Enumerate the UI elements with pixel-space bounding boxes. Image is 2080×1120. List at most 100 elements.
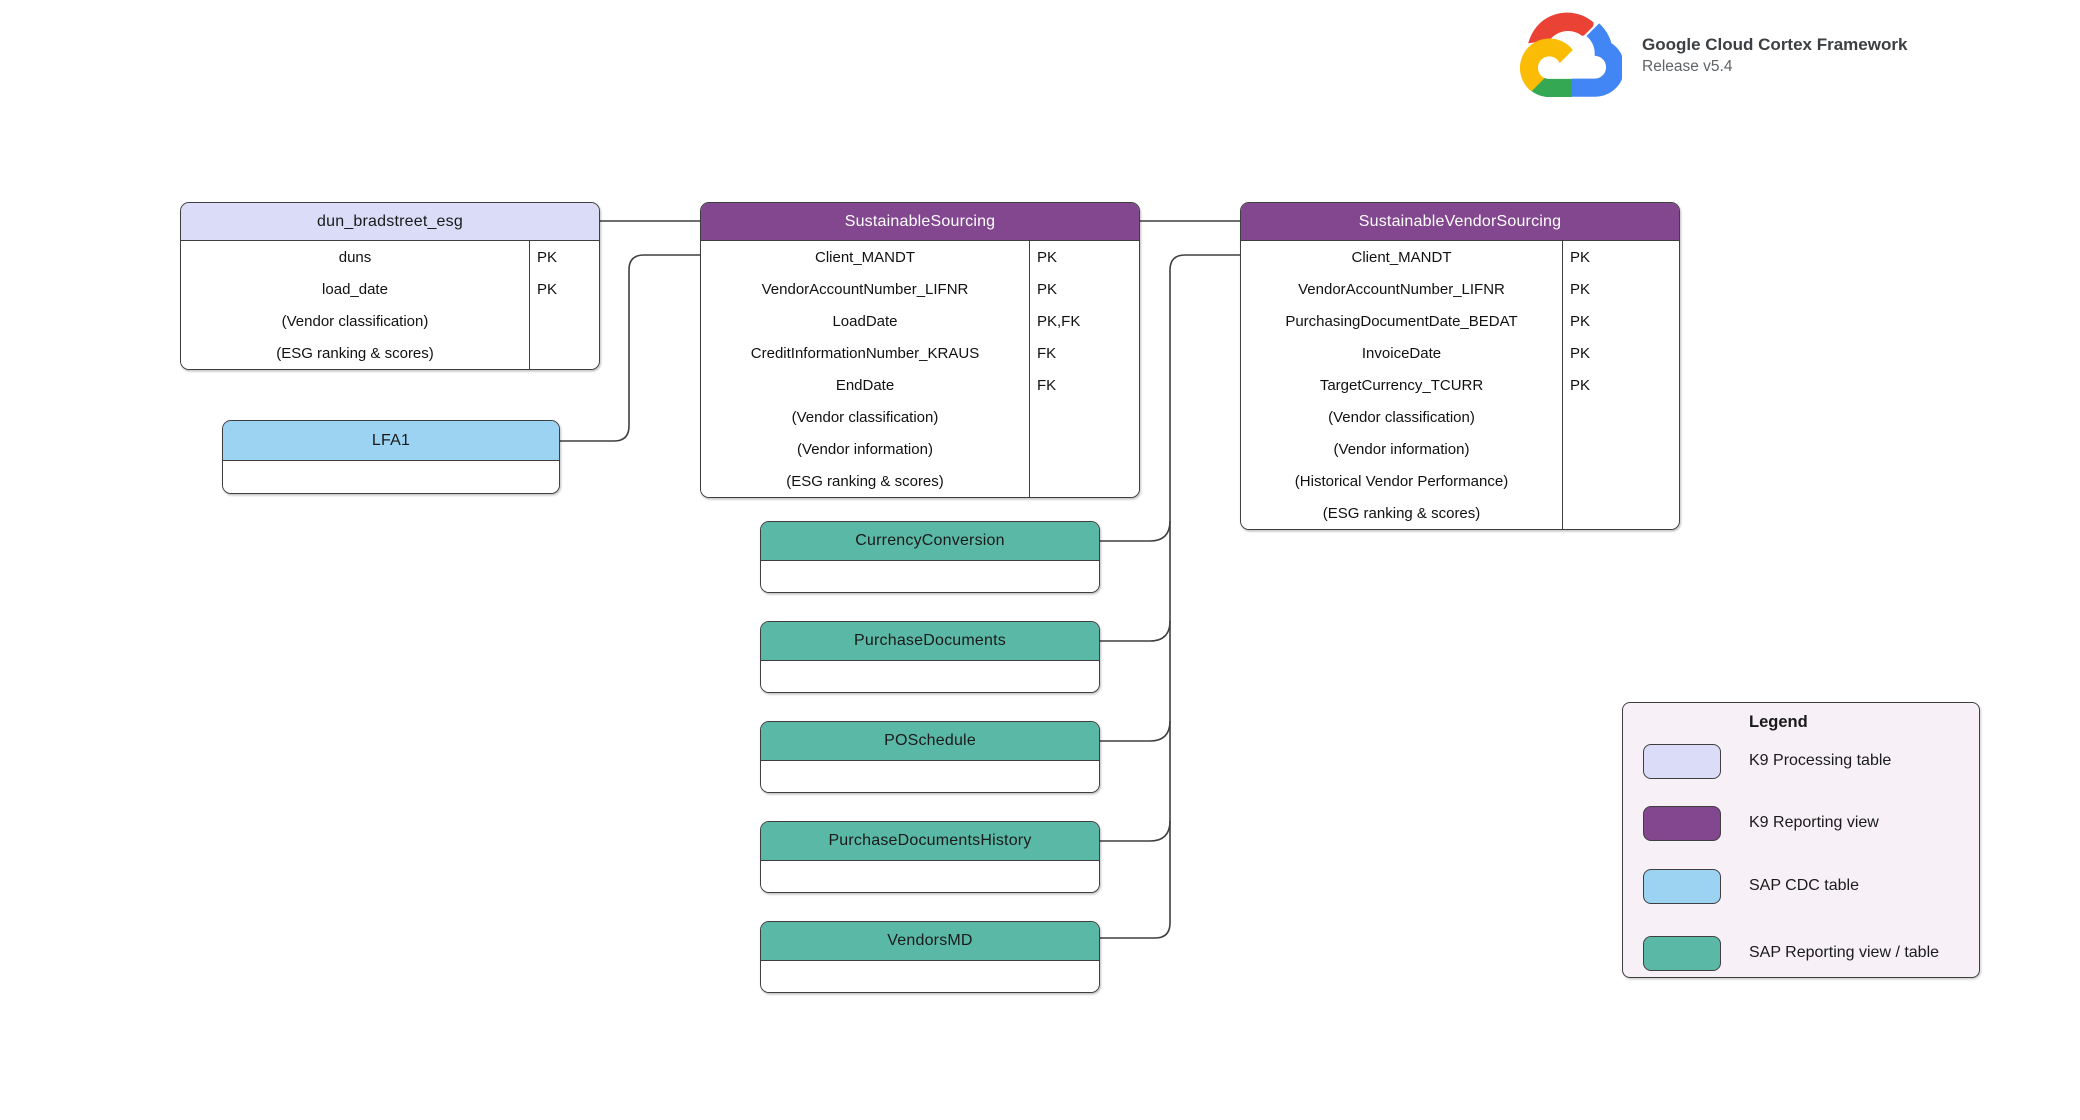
connector-lfa1-to-sustainablesourcing — [560, 254, 700, 442]
table-body — [223, 461, 559, 493]
field-name: CreditInformationNumber_KRAUS — [750, 344, 980, 362]
table-PurchaseDocumentsHistory: PurchaseDocumentsHistory — [760, 821, 1100, 893]
table-row: VendorAccountNumber_LIFNR PK — [701, 273, 1139, 305]
field-name: VendorAccountNumber_LIFNR — [1298, 280, 1505, 298]
table-row: CreditInformationNumber_KRAUS FK — [701, 337, 1139, 369]
table-row: EndDate FK — [701, 369, 1139, 401]
table-title: dun_bradstreet_esg — [181, 203, 599, 241]
field-key: PK — [1029, 273, 1139, 305]
field-key — [1029, 465, 1139, 497]
field-name: LoadDate — [832, 312, 898, 330]
table-body — [761, 761, 1099, 792]
field-name: VendorAccountNumber_LIFNR — [761, 280, 969, 298]
table-empty-row — [761, 861, 1099, 892]
brand-header: Google Cloud Cortex Framework Release v5… — [1518, 12, 1907, 98]
field-key — [1562, 401, 1679, 433]
table-empty-row — [761, 661, 1099, 692]
table-row: Client_MANDT PK — [701, 241, 1139, 273]
legend-item-label: SAP Reporting view / table — [1749, 944, 1940, 961]
table-row: (Vendor information) — [1241, 433, 1679, 465]
field-key: PK — [1562, 241, 1679, 273]
field-key: PK,FK — [1029, 305, 1139, 337]
legend-swatch-k9-reporting — [1643, 805, 1721, 841]
table-row: InvoiceDate PK — [1241, 337, 1679, 369]
field-key — [1562, 465, 1679, 497]
table-VendorsMD: VendorsMD — [760, 921, 1100, 993]
field-name: EndDate — [835, 376, 895, 394]
table-row: duns PK — [181, 241, 599, 273]
legend-item-k9-reporting: K9 Reporting view — [1643, 805, 1879, 841]
table-title: SustainableSourcing — [701, 203, 1139, 241]
table-CurrencyConversion: CurrencyConversion — [760, 521, 1100, 593]
table-PurchaseDocuments: PurchaseDocuments — [760, 621, 1100, 693]
table-POSchedule: POSchedule — [760, 721, 1100, 793]
legend-item-label: SAP CDC table — [1749, 877, 1859, 894]
field-name: (ESG ranking & scores) — [786, 472, 944, 490]
table-row: LoadDate PK,FK — [701, 305, 1139, 337]
field-name: Client_MANDT — [814, 248, 916, 266]
table-row: load_date PK — [181, 273, 599, 305]
field-name: PurchasingDocumentDate_BEDAT — [1285, 312, 1518, 330]
table-empty-row — [761, 961, 1099, 992]
field-name: (ESG ranking & scores) — [1322, 504, 1481, 522]
table-title: VendorsMD — [761, 922, 1099, 961]
connector-purchasedocuments — [1100, 620, 1171, 642]
field-name: (ESG ranking & scores) — [276, 344, 434, 362]
legend-item-label: K9 Processing table — [1749, 752, 1892, 769]
table-row: (ESG ranking & scores) — [701, 465, 1139, 497]
logo-yellow-segment — [1519, 38, 1573, 92]
field-key: PK — [529, 241, 599, 273]
field-key: FK — [1029, 337, 1139, 369]
field-key — [1562, 497, 1679, 529]
legend-item-sap-reporting: SAP Reporting view / table — [1643, 935, 1939, 971]
table-body — [761, 961, 1099, 992]
table-title: SustainableVendorSourcing — [1241, 203, 1679, 241]
field-name: (Vendor information) — [797, 440, 933, 458]
field-name: load_date — [322, 280, 388, 298]
legend-swatch-sap-cdc — [1643, 868, 1721, 904]
google-cloud-logo-icon — [1519, 12, 1622, 98]
legend-swatch-sap-reporting — [1643, 935, 1721, 971]
table-body — [761, 661, 1099, 692]
brand-subtitle: Release v5.4 — [1642, 57, 1733, 75]
field-name: TargetCurrency_TCURR — [1319, 376, 1484, 394]
table-title: CurrencyConversion — [761, 522, 1099, 561]
legend-swatch-k9-processing — [1643, 743, 1721, 779]
connector-poschedule — [1100, 720, 1171, 742]
table-row: (ESG ranking & scores) — [181, 337, 599, 369]
field-key: PK — [1029, 241, 1139, 273]
table-title: PurchaseDocuments — [761, 622, 1099, 661]
field-key — [529, 337, 599, 369]
field-key — [1562, 433, 1679, 465]
field-name: (Vendor information) — [1333, 440, 1470, 458]
table-empty-row — [761, 761, 1099, 792]
table-row: (Historical Vendor Performance) — [1241, 465, 1679, 497]
table-row: (Vendor classification) — [181, 305, 599, 337]
table-row: (Vendor information) — [701, 433, 1139, 465]
field-name: InvoiceDate — [1361, 344, 1442, 362]
field-key: PK — [529, 273, 599, 305]
field-name: (Vendor classification) — [281, 312, 429, 330]
table-empty-row — [223, 461, 559, 493]
brand-title: Google Cloud Cortex Framework — [1642, 34, 1908, 54]
table-title: LFA1 — [223, 421, 559, 461]
legend-title: Legend — [1749, 713, 1808, 731]
field-key: PK — [1562, 273, 1679, 305]
legend-item-k9-processing: K9 Processing table — [1643, 743, 1891, 779]
field-key — [1029, 433, 1139, 465]
table-row: (ESG ranking & scores) — [1241, 497, 1679, 529]
field-key: FK — [1029, 369, 1139, 401]
field-key: PK — [1562, 337, 1679, 369]
logo-green-segment — [1531, 77, 1572, 98]
field-name: duns — [338, 248, 372, 266]
connector-currencyconversion — [1100, 520, 1171, 542]
legend: Legend K9 Processing table K9 Reporting … — [1622, 702, 1980, 978]
